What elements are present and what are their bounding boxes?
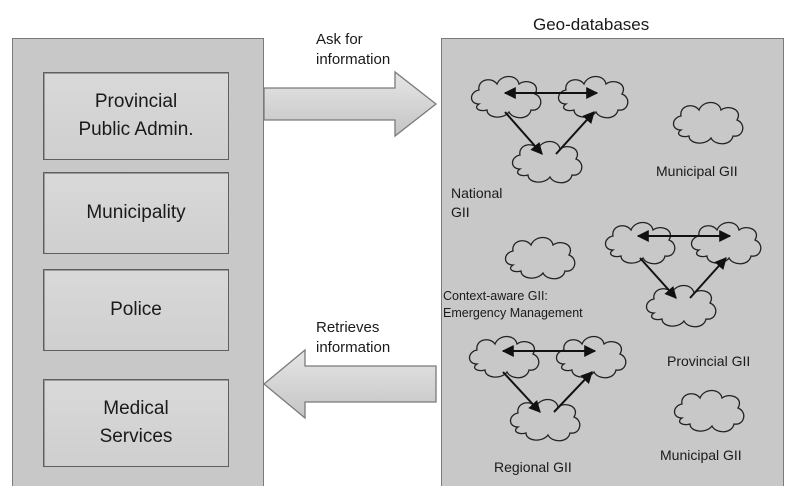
actor-police: Police xyxy=(43,269,229,351)
context-aware-gii-label: Context-aware GII: Emergency Management xyxy=(443,289,583,320)
cloud-regional-left xyxy=(468,335,540,379)
actor-provincial-public-admin: Provincial Public Admin. xyxy=(43,72,229,160)
retrieves-information-arrow xyxy=(262,348,437,420)
retrieves-information-label: Retrieves information xyxy=(316,319,391,356)
actors-panel: Provincial Public Admin. Municipality Po… xyxy=(12,38,264,486)
cloud-context-aware xyxy=(504,236,576,280)
ask-for-information-arrow xyxy=(263,70,438,138)
cloud-provincial-right xyxy=(690,221,762,265)
actor-municipality: Municipality xyxy=(43,172,229,254)
cloud-municipal-bottom xyxy=(673,389,745,433)
cloud-provincial-left xyxy=(604,221,676,265)
geo-databases-title: Geo-databases xyxy=(533,15,650,34)
cloud-regional-bottom xyxy=(509,398,581,442)
cloud-national-left xyxy=(470,75,542,119)
actor-medical-services: Medical Services xyxy=(43,379,229,467)
regional-gii-label: Regional GII xyxy=(494,459,572,475)
provincial-gii-label: Provincial GII xyxy=(667,353,751,369)
cloud-provincial-bottom xyxy=(645,284,717,328)
municipal-gii-top-label: Municipal GII xyxy=(656,163,738,179)
cloud-national-bottom xyxy=(511,140,583,184)
municipal-gii-bottom-label: Municipal GII xyxy=(660,447,742,463)
cloud-municipal-top xyxy=(672,101,744,145)
geo-databases-panel xyxy=(441,38,784,486)
ask-for-information-label: Ask for information xyxy=(316,31,391,68)
national-gii-label: National GII xyxy=(451,185,503,220)
